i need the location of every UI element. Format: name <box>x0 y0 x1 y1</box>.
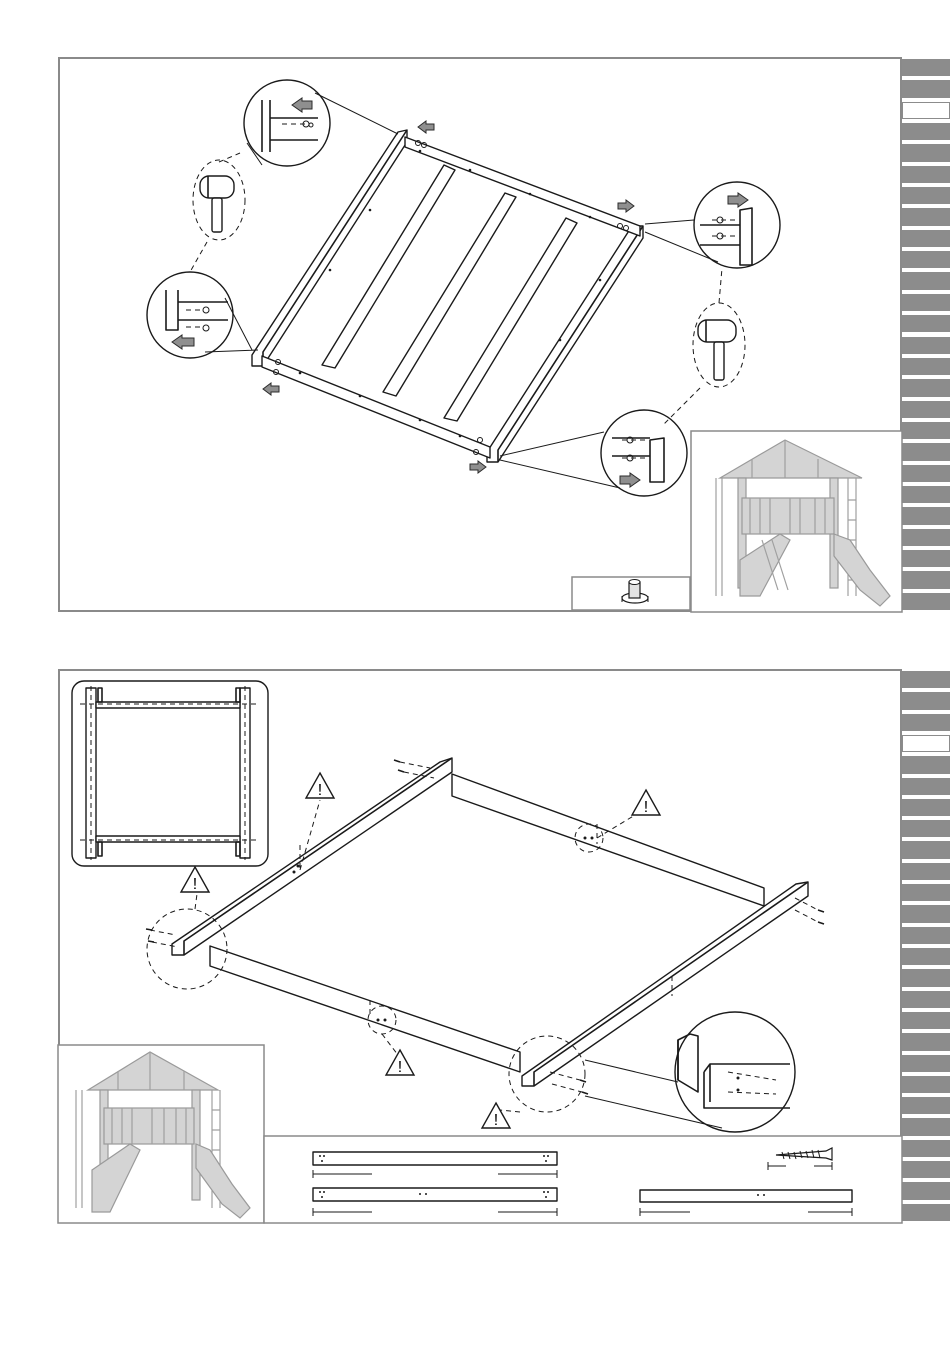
svg-text:!: ! <box>398 1059 402 1076</box>
top-view-inset <box>72 681 268 866</box>
svg-text:!: ! <box>193 876 197 893</box>
beam-back-right <box>452 774 764 906</box>
svg-text:!: ! <box>644 799 648 816</box>
svg-text:!: ! <box>318 782 322 799</box>
parts-list <box>264 1136 902 1223</box>
warning-triangle-icon: ! <box>306 773 334 799</box>
warning-triangle-icon: ! <box>632 790 660 816</box>
warning-triangle-icon: ! <box>386 1050 414 1076</box>
warning-triangle-icon: ! <box>482 1103 510 1129</box>
warning-triangle-icon: ! <box>181 867 209 893</box>
detail-corner-joint <box>585 1012 795 1132</box>
svg-text:!: ! <box>494 1112 498 1129</box>
playtower-thumbnail <box>58 1045 264 1223</box>
